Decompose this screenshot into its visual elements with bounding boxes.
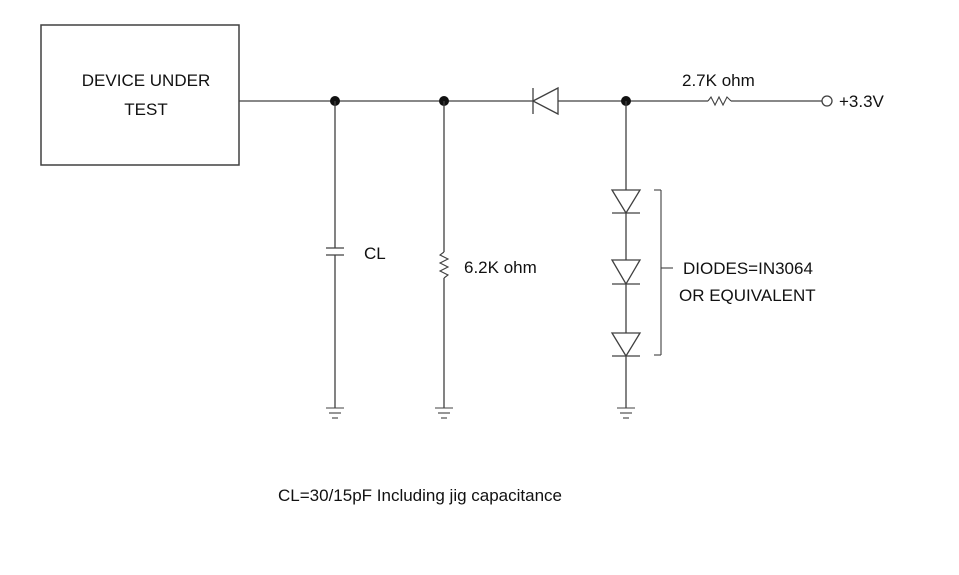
diodes-label-line1: DIODES=IN3064 [683, 259, 813, 278]
series-diode [531, 86, 559, 116]
device-under-test-box [40, 24, 240, 166]
capacitance-note: CL=30/15pF Including jig capacitance [278, 486, 562, 505]
capacitor-label: CL [364, 244, 386, 263]
supply-label: +3.3V [839, 92, 885, 111]
device-label-line2: TEST [124, 100, 167, 119]
stack-diode-2 [610, 259, 642, 286]
stack-diode-1 [610, 189, 642, 215]
pullup-resistor [707, 95, 732, 107]
diode-group-bracket [654, 189, 673, 356]
load-capacitor [326, 247, 344, 256]
ground-symbol-resistor [435, 407, 453, 419]
stack-diode-3 [610, 332, 642, 358]
pullup-resistor-label: 2.7K ohm [682, 71, 755, 90]
ground-symbol-capacitor [326, 407, 344, 419]
ground-symbol-diodes [617, 407, 635, 419]
device-label-line1: DEVICE UNDER [82, 71, 210, 90]
load-resistor [438, 251, 450, 279]
load-resistor-label: 6.2K ohm [464, 258, 537, 277]
supply-terminal [821, 95, 833, 107]
diodes-label-line2: OR EQUIVALENT [679, 286, 816, 305]
